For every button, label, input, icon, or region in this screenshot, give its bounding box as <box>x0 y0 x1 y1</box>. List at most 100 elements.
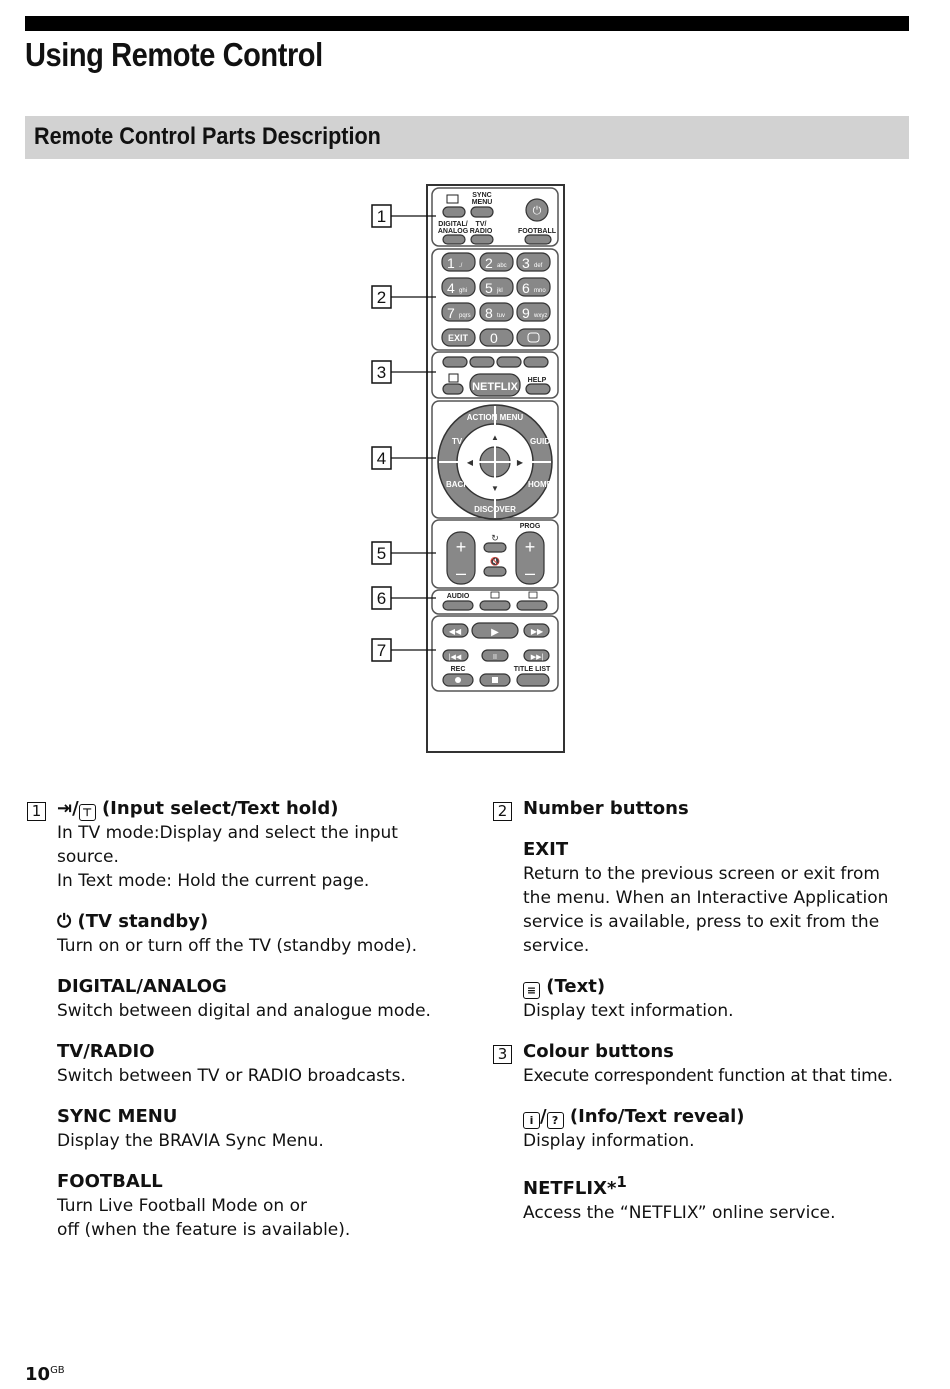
item-1-number: 1 <box>27 802 46 821</box>
input-button[interactable] <box>442 206 466 218</box>
digital-heading: DIGITAL/ANALOG <box>57 976 227 997</box>
section-title: Remote Control Parts Description <box>34 123 381 150</box>
prev-button[interactable] <box>442 649 469 662</box>
volume-rocker[interactable] <box>446 531 476 585</box>
text-button[interactable] <box>516 328 551 347</box>
prog-rocker[interactable] <box>515 531 545 585</box>
text-reveal-icon <box>448 373 459 383</box>
exit-line-3: service is available, press to exit from… <box>523 912 880 932</box>
tvradio-label-1: TV/ <box>476 221 487 228</box>
tvradio-label-2: RADIO <box>470 228 493 235</box>
text-hold-icon <box>446 194 459 204</box>
action-menu-label: ACTION MENU <box>467 413 524 422</box>
pause-icon: II <box>493 654 497 661</box>
tvradio-heading: TV/RADIO <box>57 1041 155 1062</box>
key-6-digit: 6 <box>522 280 530 296</box>
callout-label-2: 2 <box>377 288 386 307</box>
section-header: Remote Control Parts Description <box>25 116 909 159</box>
item-1-line-2: source. <box>57 847 119 867</box>
exit-line-1: Return to the previous screen or exit fr… <box>523 864 880 884</box>
remote-control-illustration: .bd{fill:#fff;stroke:#333;stroke-width:2… <box>371 184 565 753</box>
callout-label-7: 7 <box>377 641 386 660</box>
key-9[interactable] <box>516 302 551 322</box>
key-1-letters: ./ <box>459 263 463 269</box>
key-9-digit: 9 <box>522 305 530 321</box>
key-4[interactable] <box>441 277 476 297</box>
help-label: HELP <box>528 377 547 384</box>
digital-label-1: DIGITAL/ <box>438 221 467 228</box>
volume-plus-icon: + <box>456 537 467 557</box>
help-button[interactable] <box>525 383 551 395</box>
digital-analog-button[interactable] <box>442 234 466 245</box>
prev-icon: |◀◀ <box>449 654 462 661</box>
prog-minus-icon: – <box>525 563 535 583</box>
item-3-text: Execute correspondent function at that t… <box>523 1066 893 1086</box>
sync-label-1: SYNC <box>472 192 491 199</box>
guide-label: GUIDE <box>530 437 556 446</box>
up-arrow-icon: ▲ <box>491 433 499 442</box>
exit-line-4: service. <box>523 936 590 956</box>
info-heading: i/? (Info/Text reveal) <box>523 1105 921 1129</box>
play-button[interactable] <box>471 622 519 639</box>
prog-label: PROG <box>520 523 541 530</box>
key-5[interactable] <box>479 277 514 297</box>
football-label: FOOTBALL <box>518 228 557 235</box>
mute-button[interactable] <box>483 566 507 577</box>
item-2-number: 2 <box>493 802 512 821</box>
home-label: HOME <box>528 480 553 489</box>
tv-radio-button[interactable] <box>470 234 494 245</box>
digital-label-2: ANALOG <box>438 228 469 235</box>
forward-button[interactable] <box>523 623 550 638</box>
sync-heading: SYNC MENU <box>57 1106 178 1127</box>
forward-icon: ▶▶ <box>531 627 544 636</box>
top-rule <box>25 16 909 31</box>
key-6[interactable] <box>516 277 551 297</box>
yellow-button[interactable] <box>496 356 522 368</box>
next-button[interactable] <box>523 649 550 662</box>
red-button[interactable] <box>442 356 468 368</box>
power-icon: ⏻ <box>57 911 72 932</box>
standby-heading: ⏻ (TV standby) <box>57 910 465 934</box>
key-5-digit: 5 <box>485 280 493 296</box>
green-button[interactable] <box>469 356 495 368</box>
item-1-line-3: In Text mode: Hold the current page. <box>57 871 370 891</box>
rewind-button[interactable] <box>442 623 469 638</box>
key-1[interactable] <box>441 252 476 272</box>
blue-button[interactable] <box>523 356 549 368</box>
power-icon: ⏻ <box>533 205 542 217</box>
audio-button[interactable] <box>442 600 474 611</box>
netflix-button[interactable] <box>469 373 521 397</box>
right-arrow-icon: ▶ <box>517 458 524 467</box>
prog-plus-icon: + <box>525 537 536 557</box>
text-heading: ≡ (Text) <box>523 975 921 999</box>
subtitle-icon <box>490 591 500 599</box>
exit-button[interactable] <box>441 328 476 347</box>
key-1-digit: 1 <box>447 255 455 271</box>
info-button[interactable] <box>442 383 464 395</box>
key-0[interactable] <box>479 328 514 347</box>
key-3-digit: 3 <box>522 255 530 271</box>
football-line-1: Turn Live Football Mode on or <box>57 1196 307 1216</box>
power-button[interactable] <box>525 198 549 222</box>
page-suffix: GB <box>50 1365 65 1376</box>
subtitle-button[interactable] <box>479 600 511 611</box>
football-button[interactable] <box>524 234 552 245</box>
key-2[interactable] <box>479 252 514 272</box>
sync-label-2: MENU <box>472 199 493 206</box>
key-3[interactable] <box>516 252 551 272</box>
right-column: 2 Number buttons EXIT Return to the prev… <box>491 797 921 1225</box>
key-8[interactable] <box>479 302 514 322</box>
title-list-button[interactable] <box>516 673 550 687</box>
tvradio-text: Switch between TV or RADIO broadcasts. <box>57 1066 406 1086</box>
jump-button[interactable] <box>483 542 507 553</box>
left-column: 1 ⇥/⊤ (Input select/Text hold) In TV mod… <box>25 797 465 1242</box>
record-icon <box>455 677 461 683</box>
netflix-footnote-mark: 1 <box>616 1173 627 1191</box>
text-icon: ≡ <box>523 982 540 999</box>
teletext-button[interactable] <box>516 600 548 611</box>
pause-button[interactable] <box>481 649 509 662</box>
key-7[interactable] <box>441 302 476 322</box>
sync-menu-button[interactable] <box>470 206 494 218</box>
